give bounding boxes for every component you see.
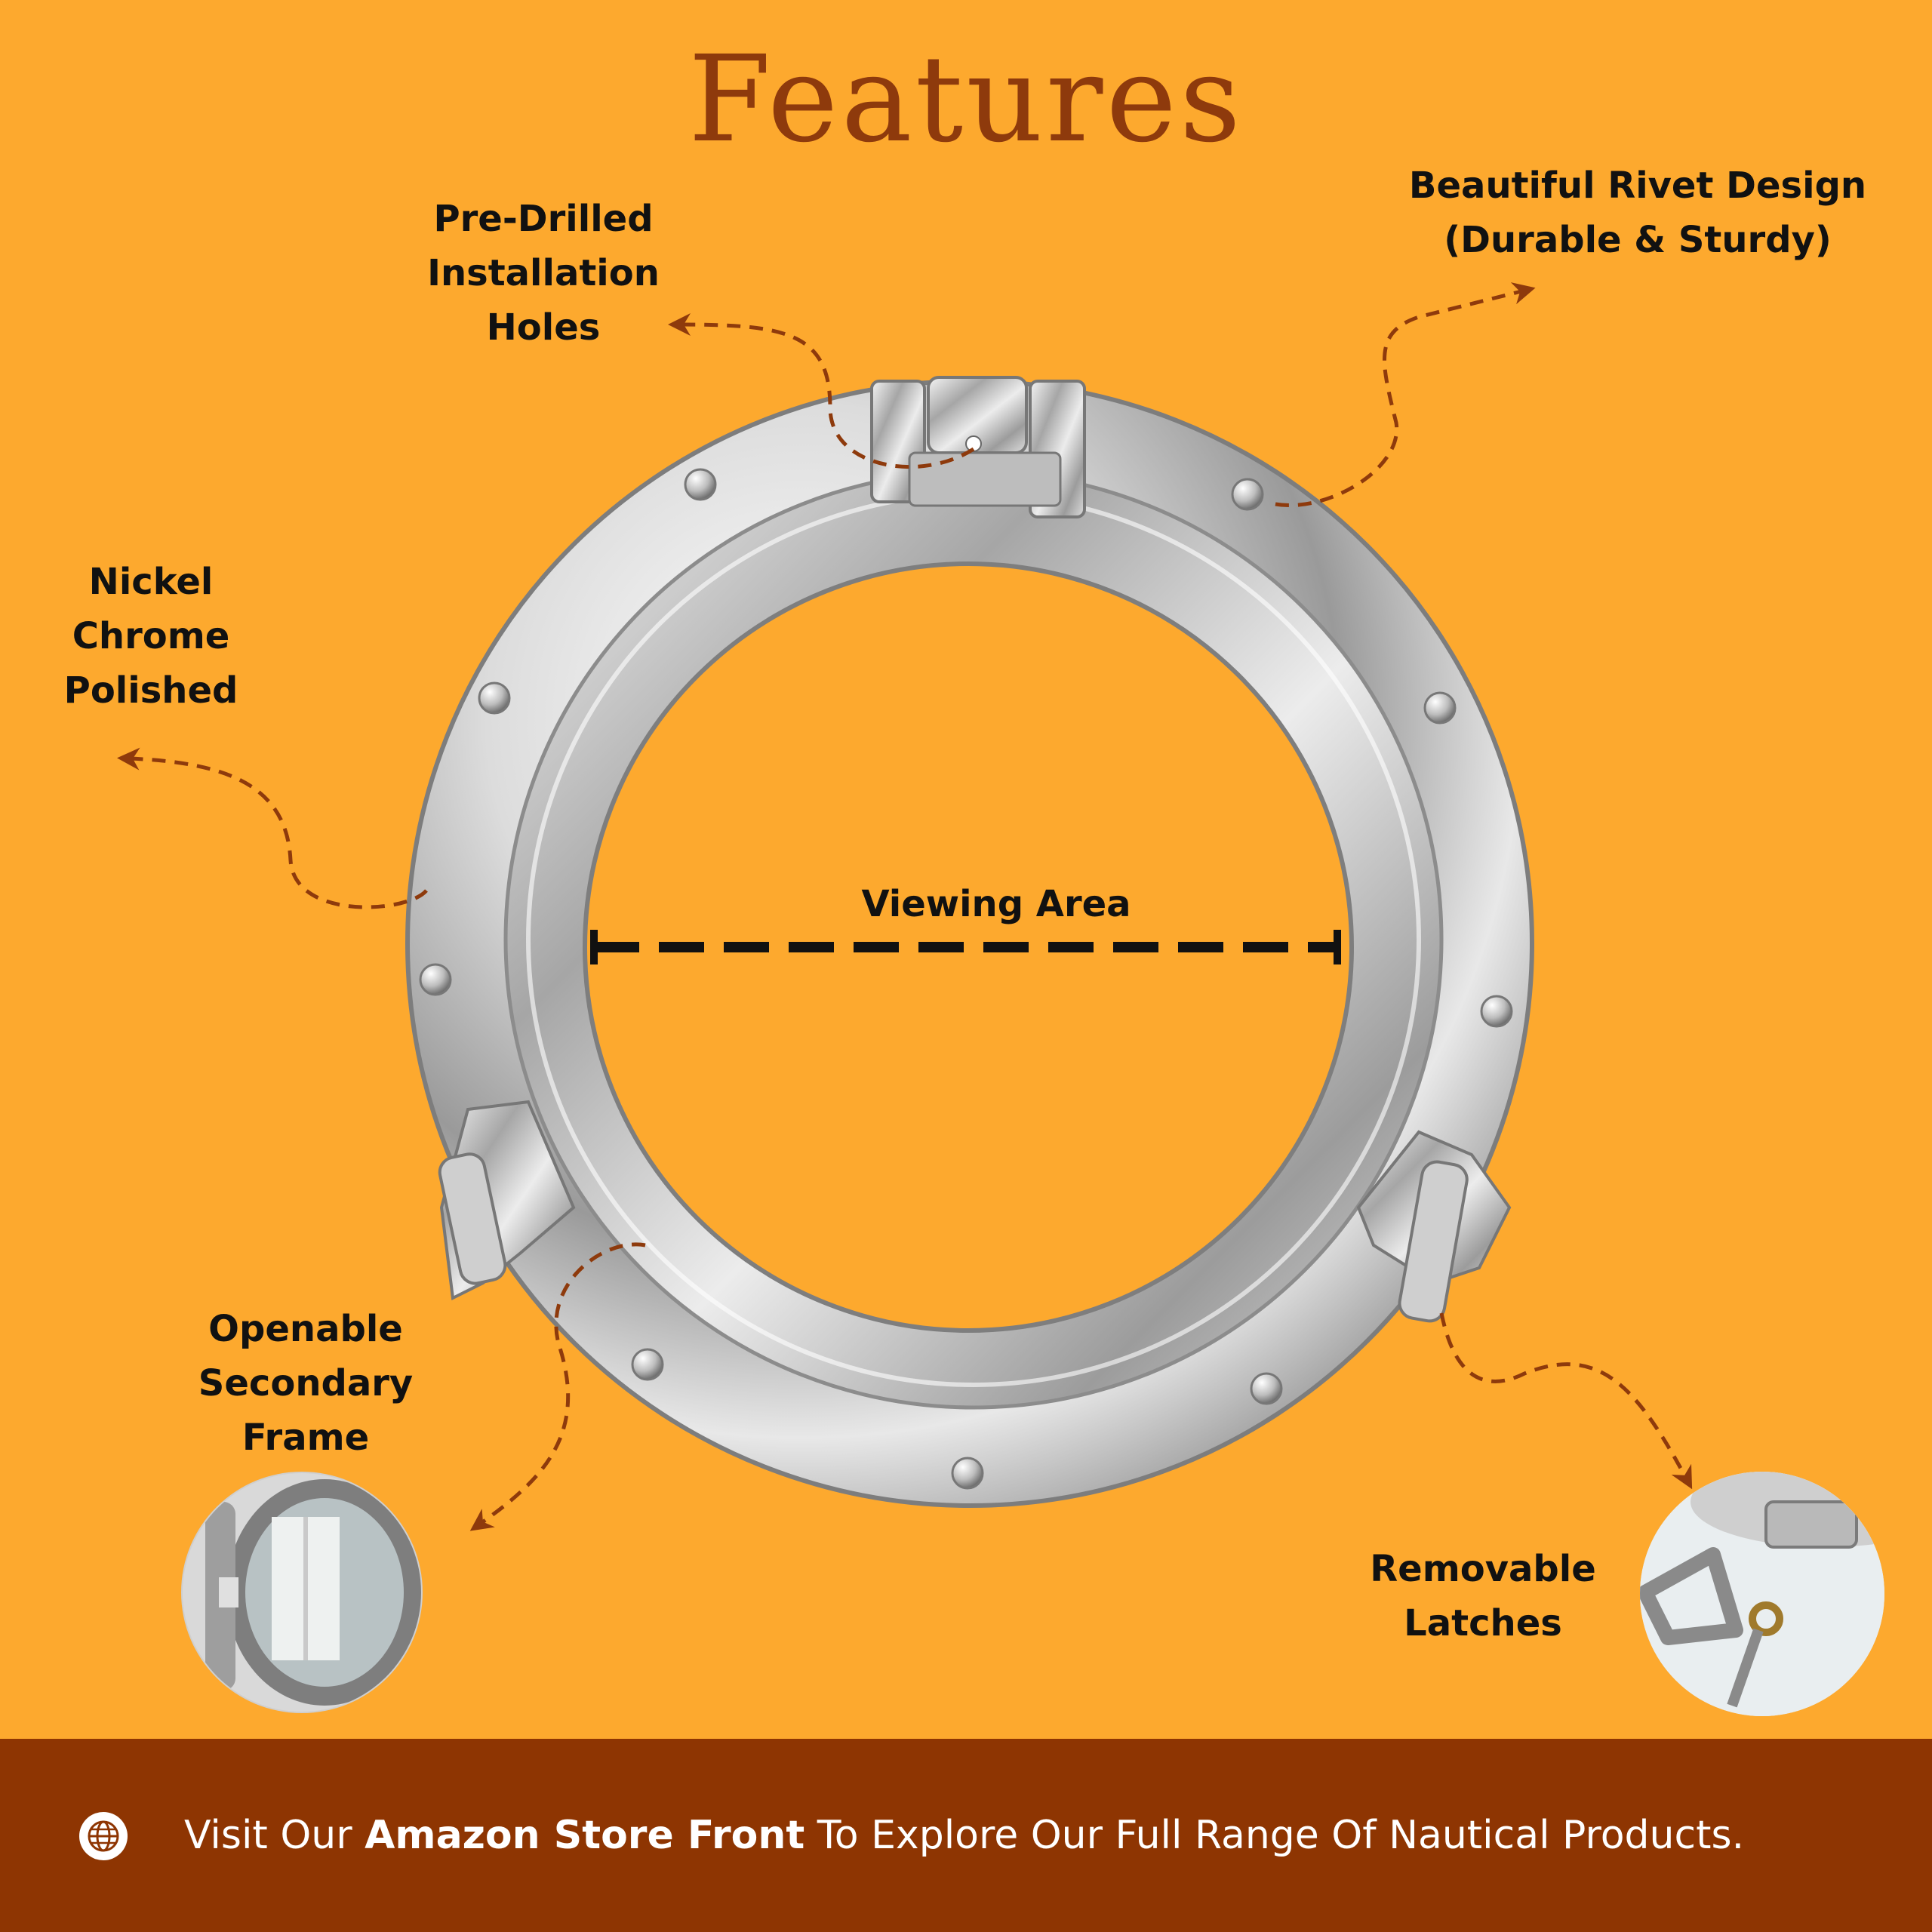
top-hinge <box>870 376 1086 518</box>
rivet <box>1250 1372 1283 1405</box>
rivet <box>419 963 452 996</box>
rivet <box>1231 478 1264 511</box>
globe-icon <box>79 1812 128 1860</box>
footer-text: Visit Our Amazon Store Front To Explore … <box>184 1813 1745 1858</box>
arrow-rivet <box>1275 282 1536 507</box>
label-pre-drilled: Pre-Drilled Installation Holes <box>427 198 660 349</box>
label-openable-frame: Openable Secondary Frame <box>198 1308 414 1459</box>
page-title: Features <box>688 30 1244 169</box>
left-latch <box>438 1100 576 1301</box>
footer-banner[interactable]: Visit Our Amazon Store Front To Explore … <box>0 1739 1932 1932</box>
arrow-removable <box>1439 1312 1693 1490</box>
arrow-pre-drilled <box>668 313 975 469</box>
porthole-frame <box>405 379 1534 1508</box>
removable-latches-photo <box>1640 1472 1884 1716</box>
rivet <box>684 468 717 501</box>
label-rivet-design: Beautiful Rivet Design (Durable & Sturdy… <box>1408 165 1867 261</box>
rivet <box>1480 995 1513 1028</box>
label-nickel-chrome: Nickel Chrome Polished <box>63 561 238 712</box>
right-latch <box>1356 1130 1512 1323</box>
rivet <box>478 681 511 715</box>
rivet <box>1423 691 1457 724</box>
rivet <box>631 1348 664 1381</box>
pointer-arrows <box>117 282 1693 1531</box>
store-link[interactable]: Amazon Store Front <box>365 1813 805 1858</box>
label-viewing-area: Viewing Area <box>861 883 1131 925</box>
arrow-nickel <box>117 747 428 909</box>
openable-frame-photo <box>181 1472 423 1713</box>
arrow-openable <box>469 1242 646 1531</box>
label-removable-latches: Removable Latches <box>1370 1548 1596 1644</box>
rivets <box>419 468 1513 1490</box>
viewing-area-dimension <box>590 930 1341 964</box>
rivet <box>951 1457 984 1490</box>
